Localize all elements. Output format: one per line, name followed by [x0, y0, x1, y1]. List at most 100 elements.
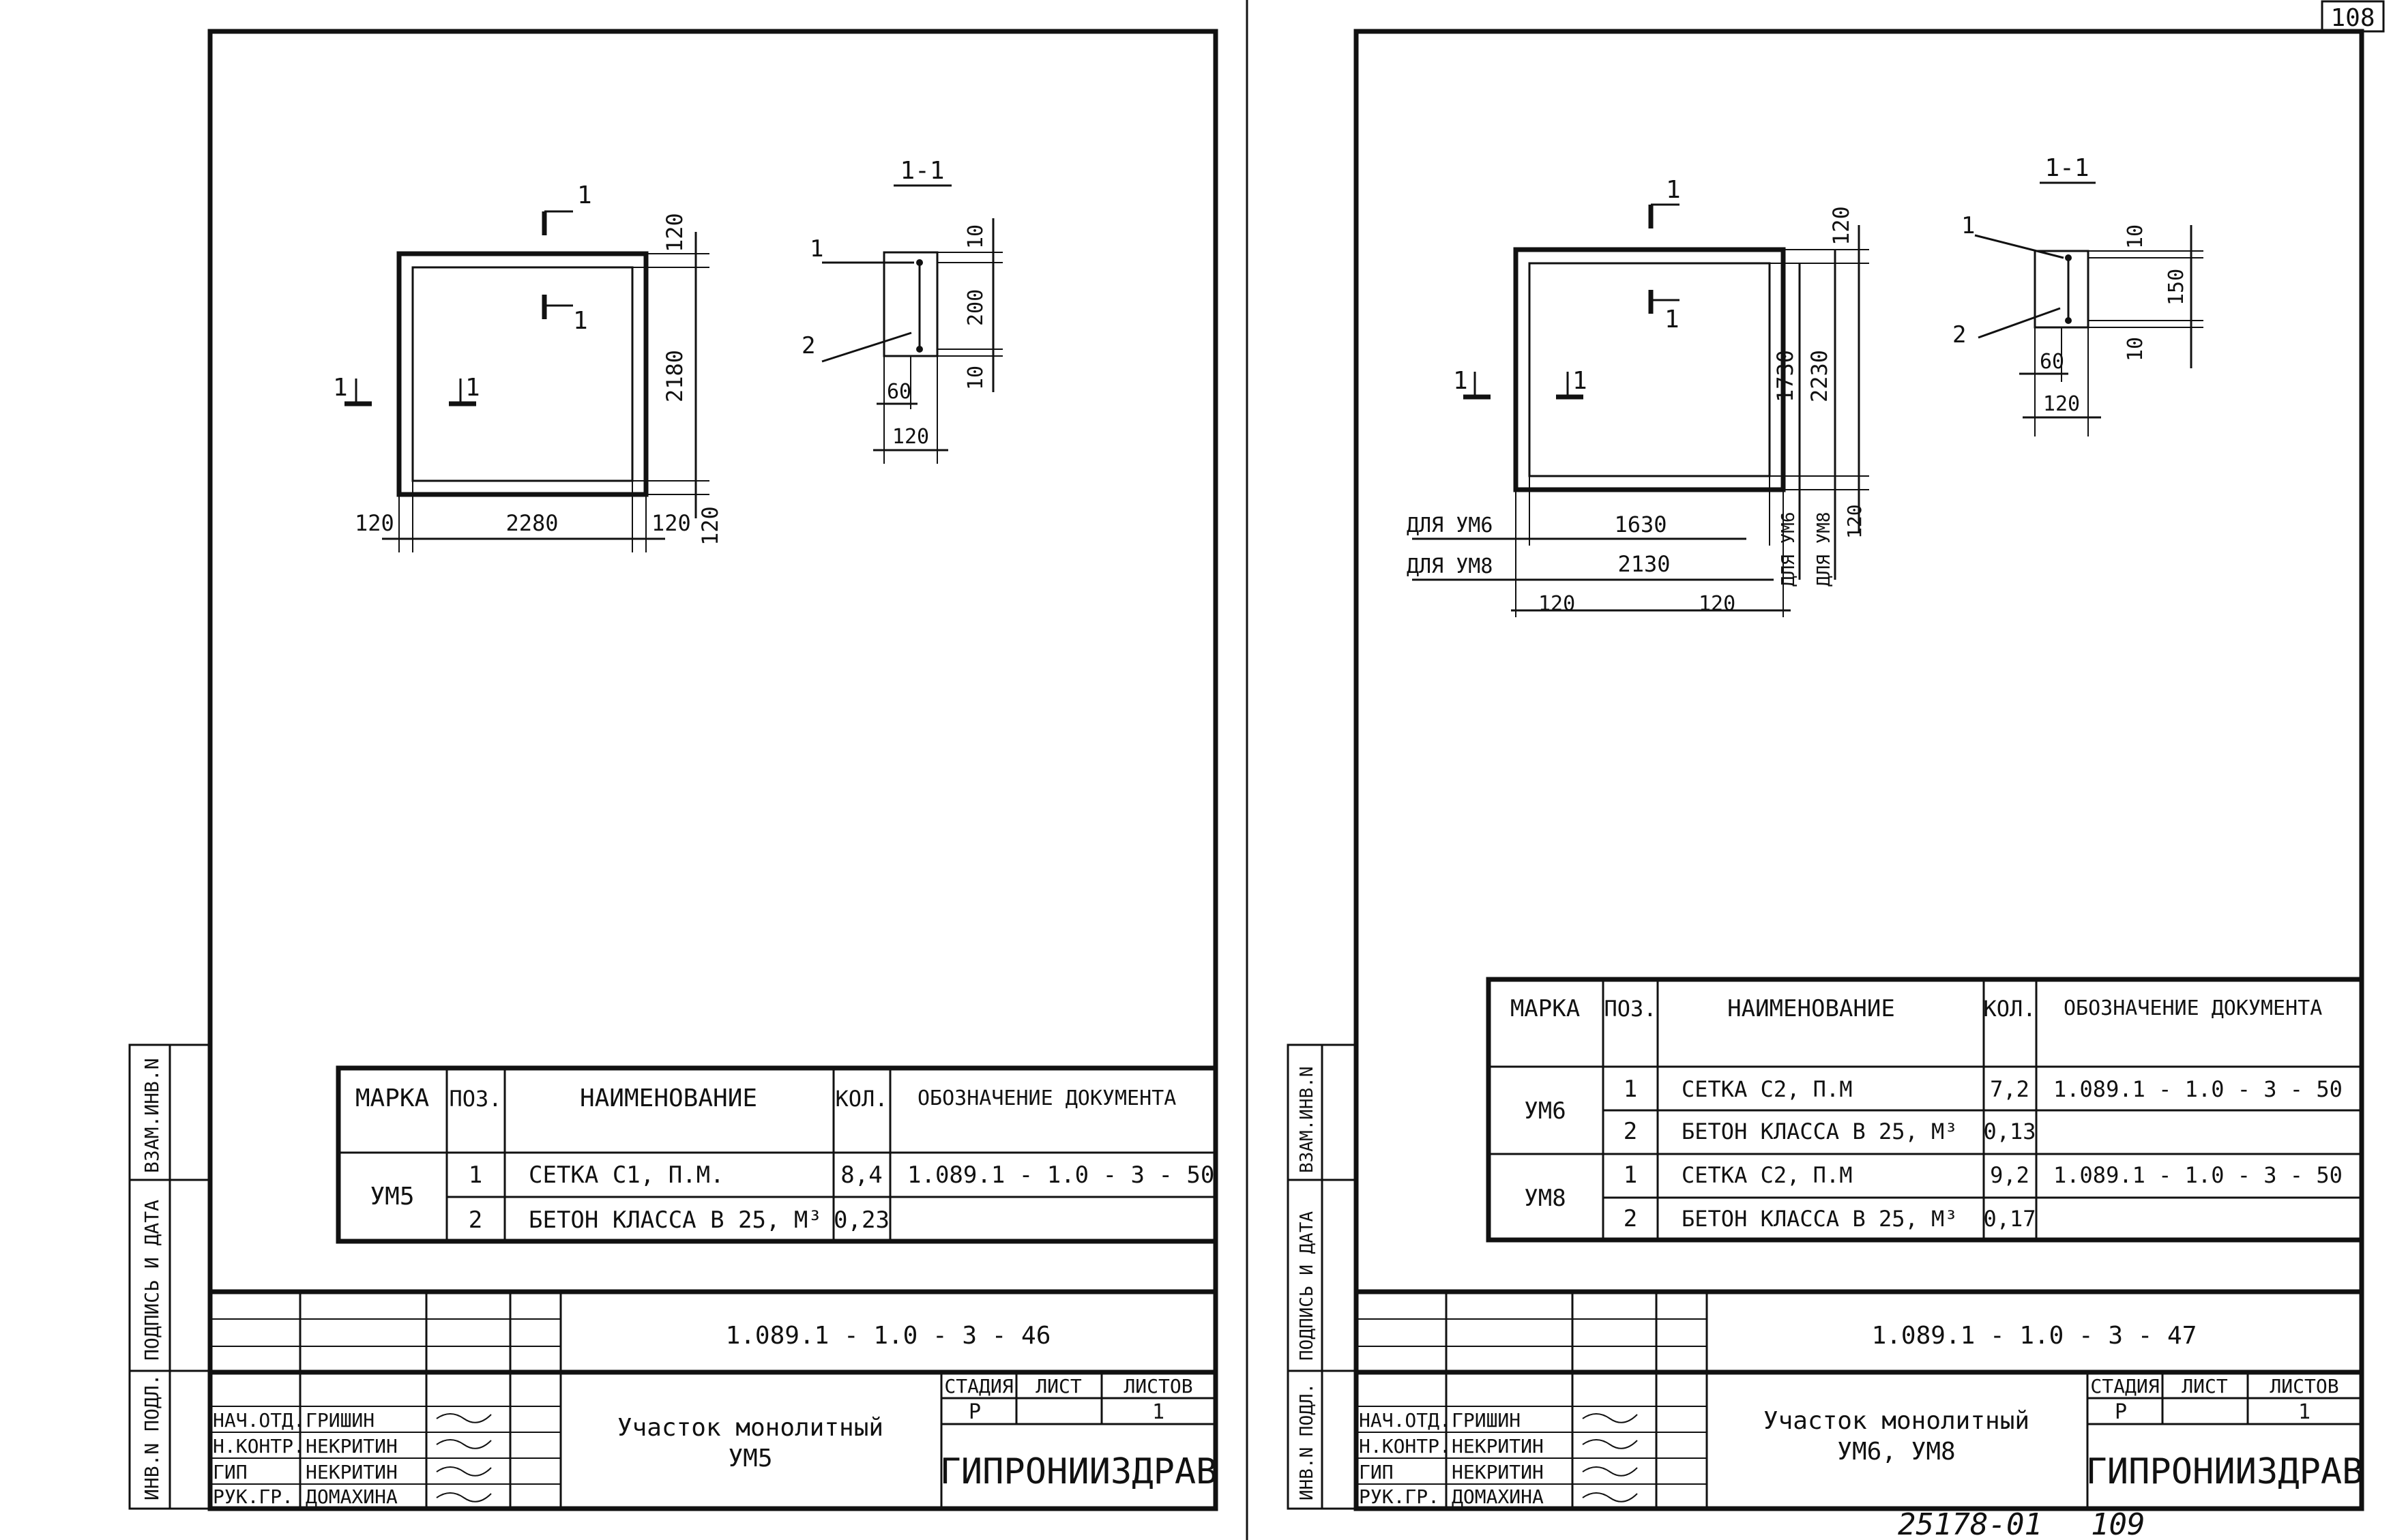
rebar-dot — [916, 346, 923, 353]
dim-section-height: 150 — [2165, 269, 2188, 306]
plan-outer-wall — [1513, 247, 1786, 492]
sheet-um6-um8: ИНВ.N ПОДЛ. ПОДПИСЬ И ДАТА ВЗАМ.ИНВ.N 1 … — [1287, 29, 2364, 1540]
side-label-replace: ВЗАМ.ИНВ.N — [1297, 1066, 1317, 1173]
signature-icon — [436, 1413, 492, 1502]
th-pos: ПОЗ. — [1604, 996, 1656, 1022]
sheets-header: ЛИСТОВ — [1124, 1375, 1192, 1397]
row-qty: 8,4 — [840, 1161, 882, 1189]
th-name: НАИМЕНОВАНИЕ — [1727, 995, 1895, 1022]
dim-vlabel-um6: ДЛЯ УМ6 — [1778, 512, 1799, 587]
signature-icon — [1582, 1413, 1638, 1502]
rebar-dot — [2065, 317, 2072, 324]
side-label-replace: ВЗАМ.ИНВ.N — [141, 1058, 163, 1173]
row-pos: 2 — [469, 1206, 482, 1234]
row-mark: УМ5 — [370, 1183, 414, 1211]
row-name: БЕТОН КЛАССА В 25, М³ — [529, 1206, 822, 1234]
rebar-dot — [2065, 254, 2072, 261]
section-mark: 1 — [573, 307, 588, 335]
dim-half: 60 — [2040, 350, 2064, 374]
row-doc: 1.089.1 - 1.0 - 3 - 50 — [2053, 1162, 2343, 1188]
th-doc: ОБОЗНАЧЕНИЕ ДОКУМЕНТА — [918, 1086, 1176, 1110]
row-name: БЕТОН КЛАССА В 25, М³ — [1682, 1206, 1958, 1232]
sheet-header: ЛИСТ — [1036, 1375, 1082, 1397]
spec-table: МАРКА ПОЗ. НАИМЕНОВАНИЕ КОЛ. ОБОЗНАЧЕНИЕ… — [336, 1065, 1218, 1244]
dim-section-height: 200 — [964, 289, 988, 326]
stage-header: СТАДИЯ — [944, 1375, 1013, 1397]
rebar-dot — [916, 259, 923, 266]
section-mark: 1 — [1666, 176, 1681, 204]
role: ГИП — [213, 1461, 248, 1483]
name: ДОМАХИНА — [1452, 1485, 1544, 1508]
side-stamp: ИНВ.N ПОДЛ. ПОДПИСЬ И ДАТА ВЗАМ.ИНВ.N — [128, 1043, 211, 1510]
callout-1: 1 — [810, 235, 823, 263]
callout-1: 1 — [1961, 212, 1975, 239]
row-pos: 1 — [469, 1161, 482, 1189]
dim-wall-left: 120 — [1538, 592, 1575, 616]
dim-wall-left: 120 — [355, 510, 394, 536]
sheet-um5: ИНВ.N ПОДЛ. ПОДПИСЬ И ДАТА ВЗАМ.ИНВ.N 1 … — [128, 29, 1218, 1511]
row-qty: 7,2 — [1990, 1076, 2029, 1102]
sheet-frame — [207, 29, 1218, 1511]
section-mark: 1 — [1664, 306, 1679, 334]
th-pos: ПОЗ. — [449, 1086, 501, 1112]
row-pos: 1 — [1624, 1161, 1637, 1189]
section-title: 1-1 — [900, 157, 944, 185]
name: НЕКРИТИН — [306, 1461, 398, 1483]
title-block: 1.089.1 - 1.0 - 3 - 47 НАЧ.ОТД. Н.КОНТР.… — [1356, 1289, 2364, 1509]
sheets-total: 1 — [2298, 1400, 2310, 1424]
dim-section-width: 120 — [892, 425, 929, 449]
dim-vlabel-um8: ДЛЯ УМ8 — [1814, 512, 1834, 587]
row-name: СЕТКА С1, П.М. — [529, 1161, 724, 1189]
dim-width-um6: 1630 — [1614, 512, 1667, 537]
label-um6: ДЛЯ УМ6 — [1407, 514, 1493, 537]
dim-height: 2230 — [1806, 350, 1832, 402]
th-name: НАИМЕНОВАНИЕ — [580, 1084, 757, 1112]
dim-cover-bottom: 10 — [964, 366, 988, 390]
dim-wall-bottom: 120 — [697, 506, 723, 546]
row-doc: 1.089.1 - 1.0 - 3 - 50 — [2053, 1076, 2343, 1102]
dim-wall-right: 120 — [651, 510, 691, 536]
dim-section-width: 120 — [2043, 392, 2080, 416]
sheet-title-line: Участок монолитный — [617, 1414, 883, 1442]
callout-2: 2 — [1952, 321, 1966, 349]
th-mark: МАРКА — [355, 1084, 430, 1112]
archive-page: 109 — [2091, 1507, 2145, 1540]
side-label-inv: ИНВ.N ПОДЛ. — [141, 1374, 163, 1500]
sheets-total: 1 — [1152, 1400, 1164, 1424]
dim-wall-bottom: 120 — [1843, 504, 1866, 539]
side-stamp: ИНВ.N ПОДЛ. ПОДПИСЬ И ДАТА ВЗАМ.ИНВ.N — [1287, 1043, 1358, 1510]
section-mark: 1 — [1572, 367, 1587, 395]
name: ГРИШИН — [1452, 1409, 1521, 1432]
section-detail: 1-1 1 2 10 200 10 60 — [802, 157, 1003, 464]
dim-height: 2180 — [662, 350, 688, 402]
name: НЕКРИТИН — [1452, 1461, 1544, 1483]
row-name: СЕТКА С2, П.М — [1682, 1076, 1852, 1102]
dim-cover-top: 10 — [2124, 224, 2147, 249]
stage-header: СТАДИЯ — [2090, 1375, 2159, 1397]
section-title: 1-1 — [2044, 154, 2089, 182]
name: НЕКРИТИН — [306, 1435, 398, 1457]
row-mark: УМ8 — [1524, 1185, 1566, 1212]
plan-inner-wall — [1528, 262, 1771, 477]
sheet-title-line: Участок монолитный — [1763, 1407, 2029, 1435]
row-name: БЕТОН КЛАССА В 25, М³ — [1682, 1119, 1958, 1144]
name: ДОМАХИНА — [306, 1485, 398, 1508]
spec-table-frame — [336, 1065, 1218, 1244]
row-qty: 0,17 — [1983, 1206, 2036, 1232]
section-mark: 1 — [577, 181, 592, 209]
section-slab — [883, 251, 939, 357]
title-block: 1.089.1 - 1.0 - 3 - 46 НАЧ.ОТД. Н.КОНТР.… — [210, 1289, 1218, 1509]
page-number: 108 — [2330, 4, 2375, 32]
org-name: ГИПРОНИИЗДРАВ — [940, 1451, 1218, 1492]
section-mark: 1 — [1453, 367, 1468, 395]
dim-width-um8: 2130 — [1617, 551, 1670, 577]
dim-inner-height: 1730 — [1772, 350, 1798, 402]
side-label-sign: ПОДПИСЬ И ДАТА — [141, 1200, 163, 1361]
dim-wall-top: 120 — [662, 213, 688, 252]
role: ГИП — [1359, 1461, 1394, 1483]
org-name: ГИПРОНИИЗДРАВ — [2086, 1451, 2364, 1492]
dim-half: 60 — [887, 380, 911, 404]
doc-code: 1.089.1 - 1.0 - 3 - 46 — [726, 1322, 1051, 1350]
section-slab — [2034, 250, 2089, 329]
role: НАЧ.ОТД. — [213, 1409, 305, 1432]
